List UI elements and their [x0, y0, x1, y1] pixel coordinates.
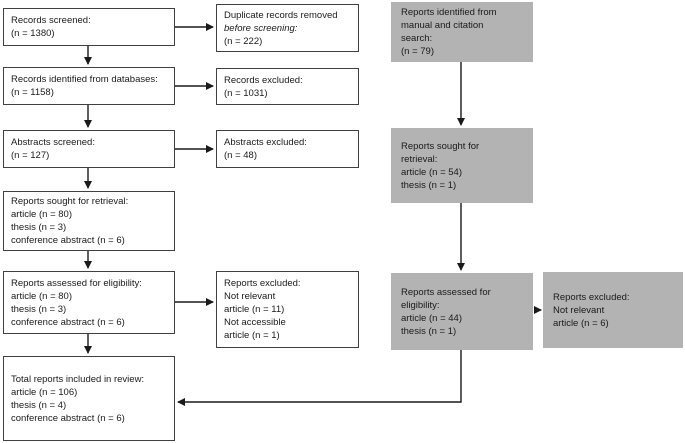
box-reports-assessed-eligibility-article-count: article (n = 80) [11, 290, 72, 302]
box-reports-sought-retrieval-manual: Reports sought for retrieval: article (n… [391, 128, 533, 203]
box-reports-sought-retrieval: Reports sought for retrieval: article (n… [3, 191, 175, 251]
box-reports-assessed-eligibility: Reports assessed for eligibility: articl… [3, 271, 175, 334]
box-reports-excluded-database-arm-reason2-count: article (n = 1) [224, 330, 280, 341]
box-reports-assessed-eligibility-manual-article-count: article (n = 44) [401, 312, 462, 324]
box-reports-sought-retrieval-manual-thesis-count: thesis (n = 1) [401, 179, 457, 191]
box-total-reports-included-article-count: article (n = 106) [11, 386, 78, 398]
box-reports-excluded-manual-arm: Reports excluded: Not relevant article (… [543, 272, 683, 348]
box-abstracts-excluded-title: Abstracts excluded: [224, 137, 307, 148]
box-reports-sought-retrieval-title: Reports sought for retrieval: [11, 196, 129, 207]
box-reports-excluded-manual-arm-title: Reports excluded: [553, 291, 630, 303]
box-total-reports-included: Total reports included in review: articl… [3, 356, 175, 441]
box-reports-excluded-database-arm-title: Reports excluded: [224, 278, 301, 289]
arrow-manual-assessed-to-total [177, 350, 462, 406]
box-reports-identified-manual-citation-line3: search: [401, 33, 433, 44]
box-reports-identified-manual-citation: Reports identified from manual and citat… [391, 2, 533, 62]
box-total-reports-included-title: Total reports included in review: [11, 373, 145, 385]
box-duplicate-records-removed-title: Duplicate records removed [224, 9, 338, 21]
box-reports-assessed-eligibility-manual: Reports assessed for eligibility: articl… [391, 273, 533, 350]
box-reports-sought-retrieval-conference-count: conference abstract (n = 6) [11, 235, 125, 246]
box-records-screened: Records screened: (n = 1380) [3, 8, 175, 46]
box-reports-identified-manual-citation-line1: Reports identified from [401, 7, 497, 18]
box-records-excluded-count: (n = 1031) [224, 87, 268, 99]
box-abstracts-screened: Abstracts screened: (n = 127) [3, 130, 175, 168]
box-reports-sought-retrieval-manual-line1: Reports sought for [401, 140, 480, 152]
box-abstracts-screened-count: (n = 127) [11, 150, 50, 161]
box-reports-sought-retrieval-manual-line2: retrieval: [401, 153, 438, 165]
box-reports-excluded-manual-arm-count: article (n = 6) [553, 317, 609, 329]
box-reports-assessed-eligibility-title: Reports assessed for eligibility: [11, 277, 142, 289]
box-duplicate-records-removed: Duplicate records removed before screeni… [216, 4, 359, 52]
box-reports-excluded-manual-arm-reason: Not relevant [553, 304, 605, 316]
box-abstracts-screened-title: Abstracts screened: [11, 137, 95, 148]
box-duplicate-records-removed-count: (n = 222) [224, 35, 263, 47]
box-reports-excluded-database-arm: Reports excluded: Not relevant article (… [216, 271, 359, 348]
box-total-reports-included-thesis-count: thesis (n = 4) [11, 399, 67, 411]
box-duplicate-records-removed-subtitle: before screening: [224, 22, 298, 34]
box-records-identified-databases-count: (n = 1158) [11, 87, 54, 98]
box-reports-assessed-eligibility-conference-count: conference abstract (n = 6) [11, 316, 125, 328]
box-records-screened-title: Records screened: [11, 15, 91, 26]
box-total-reports-included-conference-count: conference abstract (n = 6) [11, 412, 125, 424]
box-reports-sought-retrieval-thesis-count: thesis (n = 3) [11, 222, 67, 233]
box-reports-excluded-database-arm-reason1: Not relevant [224, 291, 276, 302]
box-records-identified-databases: Records identified from databases: (n = … [3, 67, 175, 105]
box-reports-excluded-database-arm-reason1-count: article (n = 11) [224, 304, 285, 315]
box-abstracts-excluded-count: (n = 48) [224, 150, 258, 161]
box-reports-assessed-eligibility-thesis-count: thesis (n = 3) [11, 303, 67, 315]
box-reports-sought-retrieval-manual-article-count: article (n = 54) [401, 166, 462, 178]
box-reports-sought-retrieval-article-count: article (n = 80) [11, 209, 72, 220]
box-reports-assessed-eligibility-manual-thesis-count: thesis (n = 1) [401, 325, 457, 337]
box-reports-identified-manual-citation-count: (n = 79) [401, 46, 435, 57]
box-reports-identified-manual-citation-line2: manual and citation [401, 20, 484, 31]
box-records-excluded-title: Records excluded: [224, 74, 303, 86]
box-records-identified-databases-title: Records identified from databases: [11, 74, 158, 85]
box-abstracts-excluded: Abstracts excluded: (n = 48) [216, 130, 359, 168]
box-reports-excluded-database-arm-reason2: Not accessible [224, 317, 286, 328]
box-records-excluded: Records excluded: (n = 1031) [216, 68, 359, 105]
box-reports-assessed-eligibility-manual-line1: Reports assessed for [401, 286, 491, 298]
box-records-screened-count: (n = 1380) [11, 28, 55, 39]
box-reports-assessed-eligibility-manual-line2: eligibility: [401, 299, 440, 311]
